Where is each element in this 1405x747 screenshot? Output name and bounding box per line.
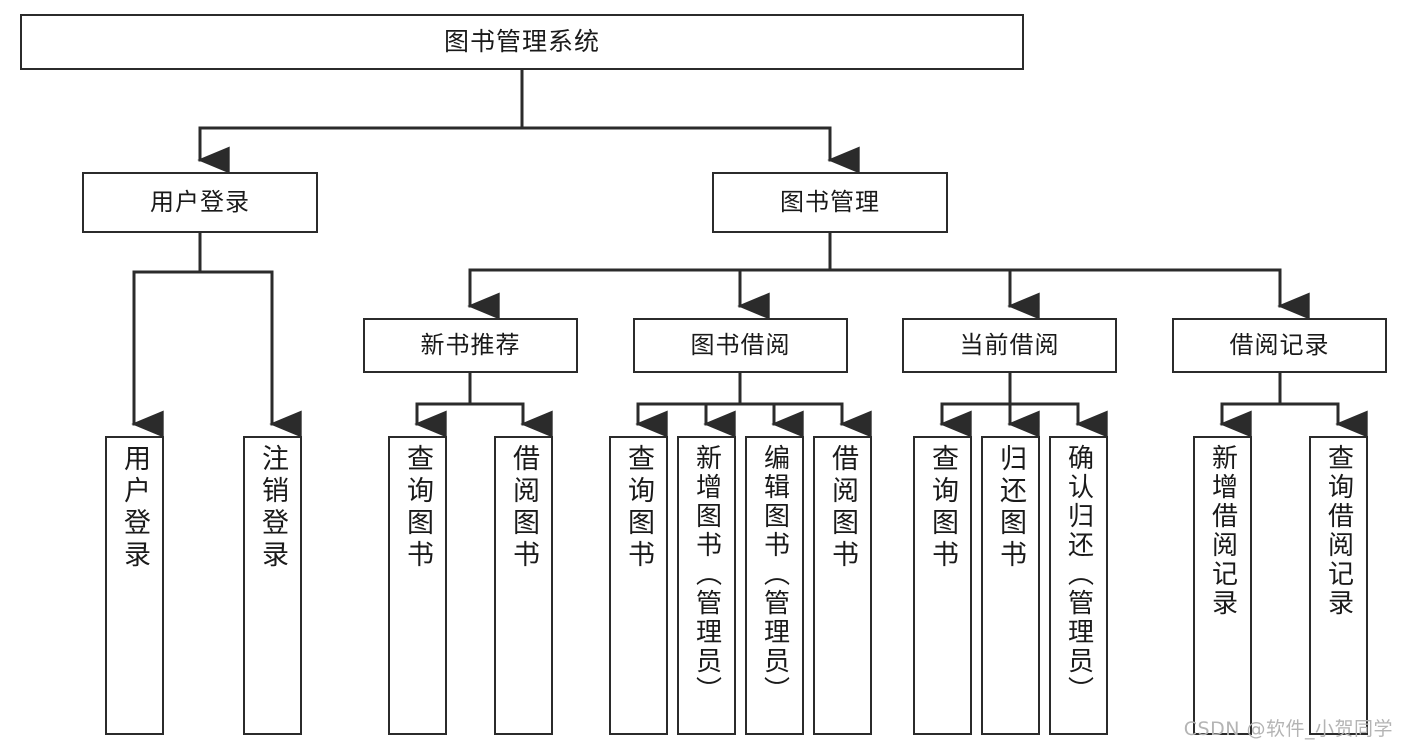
leaf-user-login[interactable]: 用户登录 [105,436,164,735]
node-label: 图书管理 [780,187,880,216]
node-label: 查询借阅记录 [1323,444,1354,618]
node-root-system[interactable]: 图书管理系统 [20,14,1024,70]
node-label: 新增图书（管理员） [691,444,722,705]
node-label: 新书推荐 [420,330,521,359]
node-user-login[interactable]: 用户登录 [82,172,318,233]
leaf-return-book[interactable]: 归还图书 [981,436,1040,735]
leaf-borrow-book-recommend[interactable]: 借阅图书 [494,436,553,735]
node-label: 注销登录 [257,444,288,572]
node-label: 查询图书 [402,444,433,572]
leaf-borrow-book[interactable]: 借阅图书 [813,436,872,735]
leaf-add-borrow-record[interactable]: 新增借阅记录 [1193,436,1252,735]
node-label: 归还图书 [995,444,1026,572]
node-label: 借阅图书 [827,444,858,572]
watermark-text: CSDN @软件_小贺同学 [1183,718,1393,740]
node-label: 用户登录 [119,444,150,572]
node-label: 当前借阅 [959,330,1060,359]
node-book-management[interactable]: 图书管理 [712,172,948,233]
leaf-query-book-current[interactable]: 查询图书 [913,436,972,735]
node-borrow-record[interactable]: 借阅记录 [1172,318,1387,373]
node-label: 查询图书 [623,444,654,572]
leaf-confirm-return-admin[interactable]: 确认归还（管理员） [1049,436,1108,735]
leaf-logout[interactable]: 注销登录 [243,436,302,735]
node-label: 图书借阅 [690,330,791,359]
node-label: 借阅图书 [508,444,539,572]
node-label: 编辑图书（管理员） [759,444,790,705]
node-current-borrow[interactable]: 当前借阅 [902,318,1117,373]
leaf-query-book-recommend[interactable]: 查询图书 [388,436,447,735]
node-label: 新增借阅记录 [1207,444,1238,618]
leaf-query-book-borrow[interactable]: 查询图书 [609,436,668,735]
leaf-add-book-admin[interactable]: 新增图书（管理员） [677,436,736,735]
node-label: 图书管理系统 [443,26,600,56]
leaf-query-borrow-record[interactable]: 查询借阅记录 [1309,436,1368,735]
node-label: 确认归还（管理员） [1063,444,1094,705]
node-label: 用户登录 [150,187,250,216]
node-book-borrow[interactable]: 图书借阅 [633,318,848,373]
node-label: 借阅记录 [1229,330,1330,359]
leaf-edit-book-admin[interactable]: 编辑图书（管理员） [745,436,804,735]
node-new-book-recommend[interactable]: 新书推荐 [363,318,578,373]
node-label: 查询图书 [927,444,958,572]
